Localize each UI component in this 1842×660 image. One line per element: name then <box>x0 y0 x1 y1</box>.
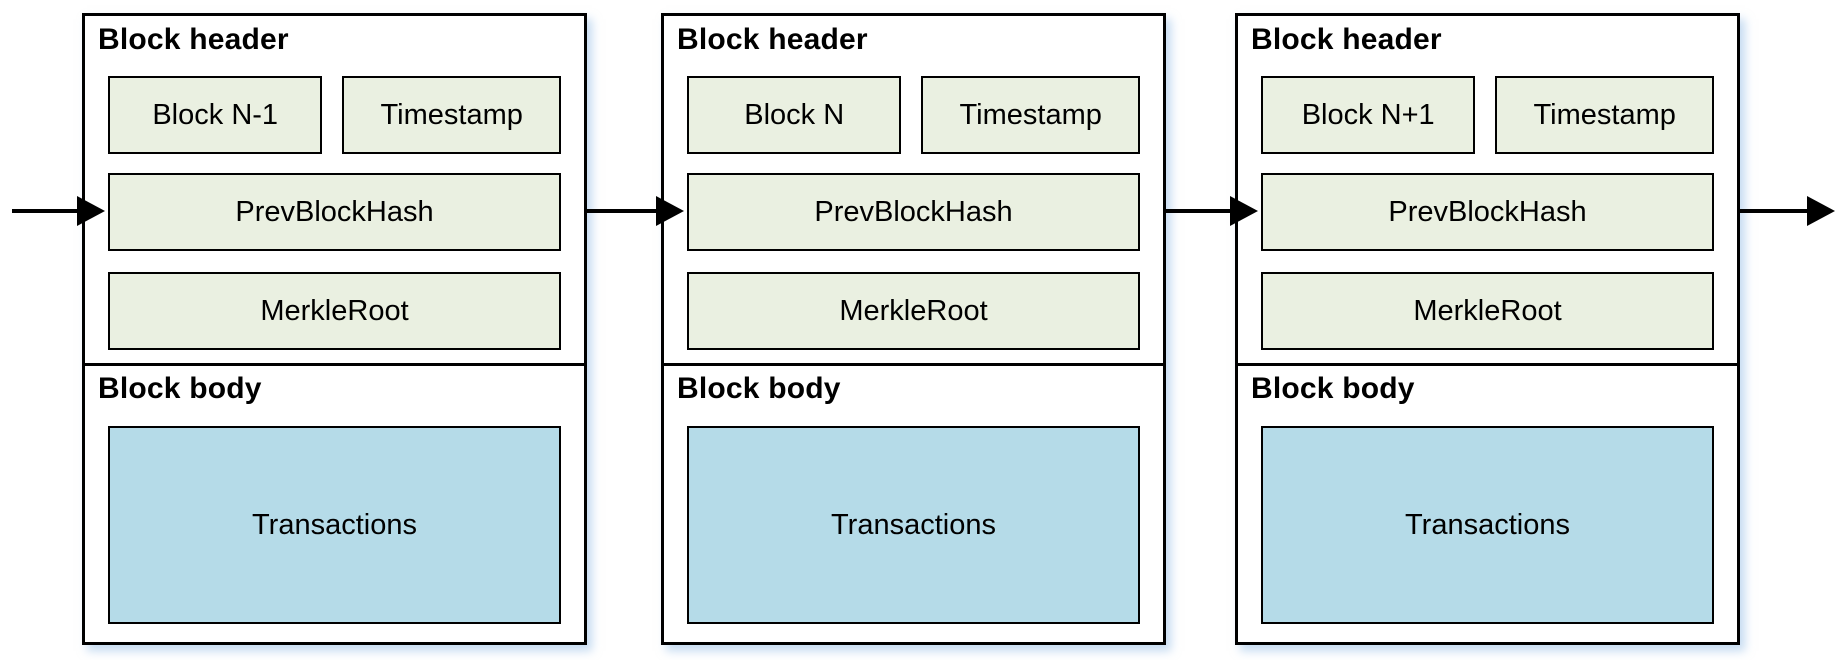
block-link-arrow-1 <box>586 196 684 226</box>
header-top-row: Block N+1 Timestamp <box>1261 76 1714 154</box>
incoming-flow-arrow <box>12 196 105 226</box>
header-body-divider <box>84 363 585 366</box>
arrow-shaft <box>1165 209 1234 213</box>
transactions-box: Transactions <box>1261 426 1714 624</box>
transactions-box: Transactions <box>687 426 1140 624</box>
block-id-box: Block N-1 <box>108 76 323 154</box>
header-body-divider <box>1237 363 1738 366</box>
block-id-box: Block N <box>687 76 902 154</box>
block-link-arrow-2 <box>1165 196 1258 226</box>
transactions-box: Transactions <box>108 426 561 624</box>
block-header-label: Block header <box>98 23 289 56</box>
prevblockhash-box: PrevBlockHash <box>1261 173 1714 251</box>
timestamp-box: Timestamp <box>921 76 1140 154</box>
prevblockhash-box: PrevBlockHash <box>687 173 1140 251</box>
block-id-box: Block N+1 <box>1261 76 1476 154</box>
header-top-row: Block N-1 Timestamp <box>108 76 561 154</box>
block-n-minus-1: Block header Block N-1 Timestamp PrevBlo… <box>82 13 587 645</box>
timestamp-box: Timestamp <box>342 76 561 154</box>
block-body-label: Block body <box>98 372 262 405</box>
block-body-label: Block body <box>677 372 841 405</box>
outgoing-flow-arrow <box>1739 196 1835 226</box>
block-header-label: Block header <box>677 23 868 56</box>
timestamp-box: Timestamp <box>1495 76 1714 154</box>
arrowhead-icon <box>77 196 105 226</box>
header-body-divider <box>663 363 1164 366</box>
arrowhead-icon <box>1230 196 1258 226</box>
arrow-shaft <box>1739 209 1811 213</box>
arrow-shaft <box>12 209 81 213</box>
merkleroot-box: MerkleRoot <box>108 272 561 350</box>
block-n: Block header Block N Timestamp PrevBlock… <box>661 13 1166 645</box>
block-n-plus-1: Block header Block N+1 Timestamp PrevBlo… <box>1235 13 1740 645</box>
arrowhead-icon <box>1807 196 1835 226</box>
prevblockhash-box: PrevBlockHash <box>108 173 561 251</box>
block-body-label: Block body <box>1251 372 1415 405</box>
merkleroot-box: MerkleRoot <box>1261 272 1714 350</box>
arrow-shaft <box>586 209 660 213</box>
merkleroot-box: MerkleRoot <box>687 272 1140 350</box>
header-top-row: Block N Timestamp <box>687 76 1140 154</box>
arrowhead-icon <box>656 196 684 226</box>
block-header-label: Block header <box>1251 23 1442 56</box>
